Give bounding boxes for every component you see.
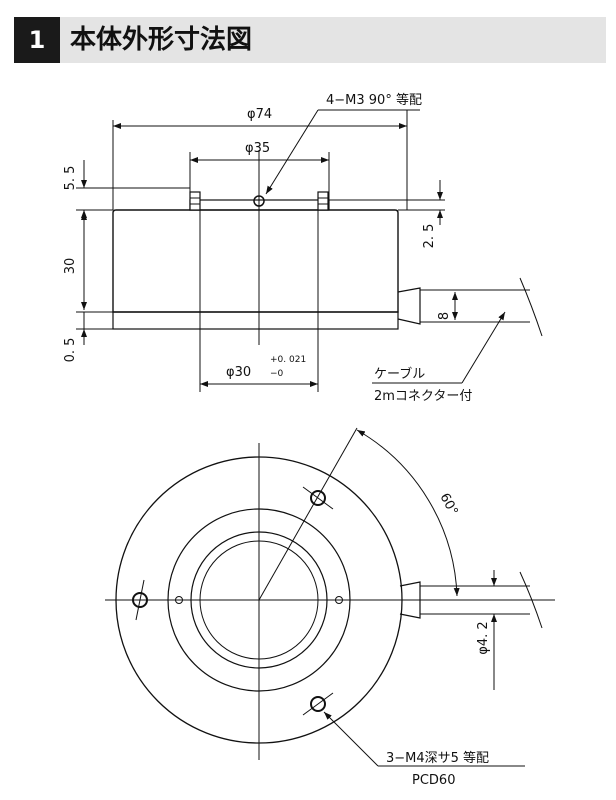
dim-outer-dia: φ74 [247, 107, 272, 122]
m4-hole-top [302, 486, 334, 510]
m3-hole-right [335, 596, 343, 604]
screw-stub-right [317, 191, 329, 211]
top-view [105, 427, 555, 767]
holes-bottom-label-1: 3−M4深サ5 等配 [386, 750, 489, 766]
tol-lower: −0 [270, 369, 284, 379]
dim-flange: 2. 5 [422, 224, 437, 249]
dim-cable-dia: φ4. 2 [476, 621, 491, 654]
header-band [14, 17, 606, 63]
side-view [76, 109, 543, 392]
tol-upper: +0. 021 [270, 355, 306, 365]
angle-arc [356, 429, 460, 597]
section-number: 1 [14, 17, 60, 63]
m4-hole-left [132, 579, 148, 621]
dim-bottom-dia: φ30 [226, 365, 251, 380]
cable-connector [397, 287, 421, 325]
section-header: 1 本体外形寸法図 [0, 0, 616, 68]
dim-cable: 8 [437, 312, 452, 320]
dim-top-dia: φ35 [245, 141, 270, 156]
holes-bottom-label-2: PCD60 [412, 773, 455, 788]
cable-label-1: ケーブル [374, 366, 425, 382]
bottom-plate [112, 311, 399, 330]
angle-label: 60° [436, 491, 460, 518]
m3-hole-left [175, 596, 183, 604]
dim-height: 30 [63, 258, 78, 275]
center-hole [253, 195, 265, 207]
holes-top-label: 4−M3 90° 等配 [326, 92, 422, 108]
screw-stub-left [189, 191, 201, 211]
cable-connector-top [399, 581, 421, 619]
section-title: 本体外形寸法図 [70, 25, 253, 55]
cable-label-2: 2mコネクター付 [374, 389, 472, 404]
dim-bottom-step: 0. 5 [63, 338, 78, 363]
body-outline [112, 209, 399, 313]
dim-top-step: 5. 5 [63, 166, 78, 191]
m4-hole-bottom [302, 692, 334, 716]
